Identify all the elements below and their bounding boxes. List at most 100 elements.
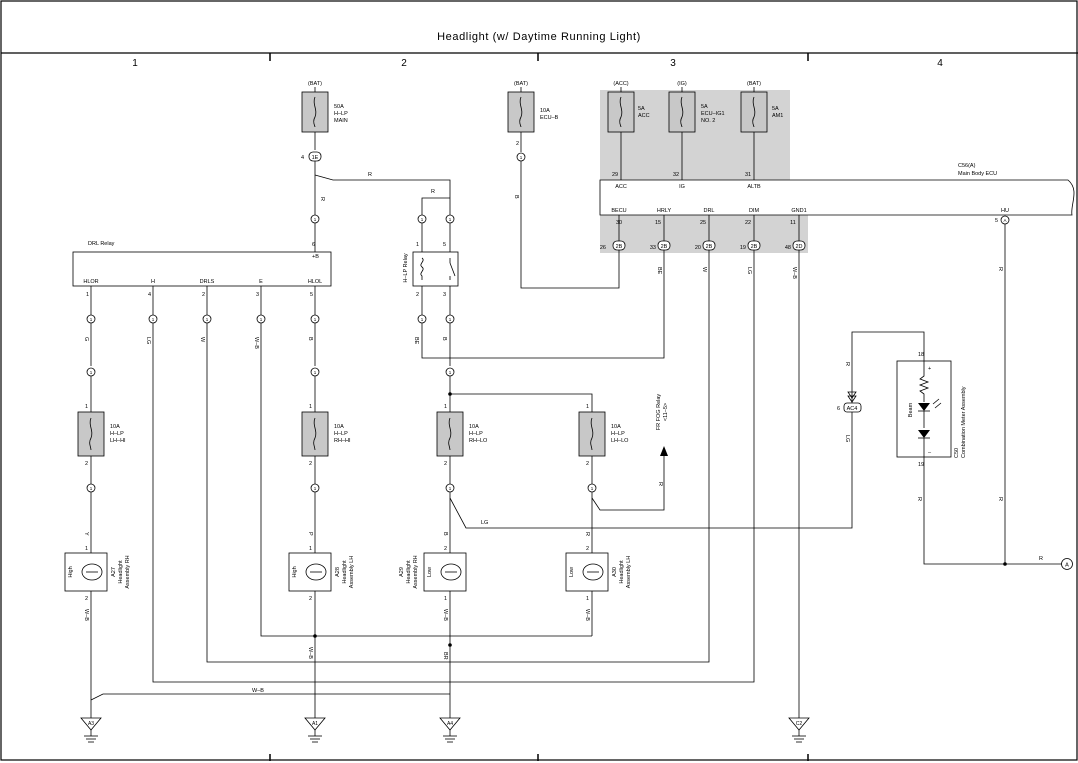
svg-text:R: R <box>997 267 1003 271</box>
svg-text:2: 2 <box>444 461 447 467</box>
svg-text:HLOR: HLOR <box>83 279 98 285</box>
svg-text:MAIN: MAIN <box>334 118 348 124</box>
svg-text:32: 32 <box>673 172 679 178</box>
svg-text:B: B <box>442 532 448 536</box>
hlp-relay: R 1 1 1 5 H–LP Relay 2 3 1 1 BE BE B 1 <box>403 189 665 412</box>
svg-text:H–LP: H–LP <box>469 431 483 437</box>
svg-text:R: R <box>844 362 850 366</box>
svg-text:ECU–IG1: ECU–IG1 <box>701 111 725 117</box>
rh-lo-chain: 1 10A H–LP RH–LO 2 1 B LG <box>436 404 853 553</box>
svg-text:LG: LG <box>145 337 151 344</box>
svg-text:29: 29 <box>612 172 618 178</box>
svg-text:1: 1 <box>314 217 317 222</box>
svg-text:5A: 5A <box>701 104 708 110</box>
svg-text:R: R <box>657 482 663 486</box>
svg-text:Headlight: Headlight <box>118 560 124 584</box>
combination-meter: R AC4 6 LG 18 + – Beam 19 C50 Combinatio… <box>837 224 1073 570</box>
svg-text:BR: BR <box>442 652 448 660</box>
svg-text:E: E <box>259 279 263 285</box>
svg-text:RH–HI: RH–HI <box>334 438 351 444</box>
grounds: A3 A1 A4 C2 <box>80 700 810 743</box>
svg-text:RH–LO: RH–LO <box>469 438 488 444</box>
svg-text:Y: Y <box>83 532 89 536</box>
svg-text:B: B <box>513 195 519 199</box>
svg-text:4: 4 <box>148 292 151 298</box>
svg-text:C2: C2 <box>796 721 803 727</box>
svg-text:LG: LG <box>481 520 488 526</box>
svg-text:P: P <box>307 532 313 536</box>
ground-c2: C2 <box>788 717 810 743</box>
fuse-hlp-main: (BAT) 50A H–LP MAIN <box>301 81 348 150</box>
svg-text:22: 22 <box>745 220 751 226</box>
svg-text:31: 31 <box>745 172 751 178</box>
svg-text:(BAT): (BAT) <box>747 81 761 87</box>
svg-text:W–B: W–B <box>252 688 264 694</box>
svg-text:2: 2 <box>309 461 312 467</box>
svg-text:26: 26 <box>600 245 606 251</box>
svg-text:A28: A28 <box>335 567 341 577</box>
svg-text:ACC: ACC <box>638 113 650 119</box>
svg-text:2B: 2B <box>661 244 668 250</box>
column-markers: 1 2 3 4 <box>132 53 943 761</box>
svg-text:Assembly LH: Assembly LH <box>349 556 355 588</box>
hlp-main-wiring: 1E 4 R R 1 <box>301 151 451 252</box>
svg-text:GND1: GND1 <box>791 208 806 214</box>
svg-text:Assembly RH: Assembly RH <box>125 555 131 588</box>
svg-text:5: 5 <box>995 218 998 224</box>
svg-text:3: 3 <box>443 292 446 298</box>
fuse-acc: (ACC) 5A ACC <box>607 81 650 180</box>
svg-text:1: 1 <box>449 486 452 491</box>
column-label-3: 3 <box>670 58 676 69</box>
svg-text:Headlight: Headlight <box>342 560 348 584</box>
drl-relay: DRL Relay 6 +B HLOR H DRLS E HLOL 1 4 2 … <box>72 241 332 298</box>
svg-text:(IG): (IG) <box>677 81 687 87</box>
svg-text:1: 1 <box>444 596 447 602</box>
svg-text:AC4: AC4 <box>847 406 858 412</box>
svg-text:NO. 2: NO. 2 <box>701 118 715 124</box>
svg-text:1E: 1E <box>312 155 319 161</box>
headlight-a29: 2 Low A29 Headlight Assembly RH 1 <box>399 546 467 602</box>
column-label-2: 2 <box>401 58 407 69</box>
svg-text:6: 6 <box>837 406 840 412</box>
svg-text:Main Body ECU: Main Body ECU <box>958 171 997 177</box>
svg-text:2: 2 <box>85 461 88 467</box>
svg-text:<11–5>: <11–5> <box>663 403 669 421</box>
svg-text:LH–LO: LH–LO <box>611 438 629 444</box>
svg-text:1: 1 <box>86 292 89 298</box>
svg-text:10A: 10A <box>110 424 120 430</box>
svg-text:2: 2 <box>516 141 519 147</box>
svg-text:1: 1 <box>421 217 424 222</box>
svg-text:FR FOG Relay: FR FOG Relay <box>656 394 662 431</box>
svg-text:15: 15 <box>655 220 661 226</box>
svg-text:High: High <box>292 566 298 577</box>
svg-text:H: H <box>151 279 155 285</box>
svg-text:1: 1 <box>90 370 93 375</box>
svg-text:1: 1 <box>449 217 452 222</box>
fuse-ecu-b: (BAT) 10A ECU–B 2 <box>507 81 559 152</box>
svg-text:1: 1 <box>314 486 317 491</box>
svg-text:1: 1 <box>444 404 447 410</box>
svg-text:2: 2 <box>586 546 589 552</box>
svg-text:2: 2 <box>309 596 312 602</box>
svg-text:Assembly RH: Assembly RH <box>413 555 419 588</box>
headlight-a30: 2 Low A30 Headlight Assembly LH 1 <box>565 546 632 602</box>
svg-text:18: 18 <box>918 352 924 358</box>
svg-text:50A: 50A <box>334 104 344 110</box>
svg-text:LG: LG <box>844 435 850 442</box>
svg-text:5: 5 <box>443 242 446 248</box>
svg-text:R: R <box>368 172 372 178</box>
rh-hi-chain: B 1 1 10A H–LP RH–HI 2 1 P <box>301 323 351 553</box>
fuse-am1: (BAT) 5A AM1 <box>740 81 783 180</box>
svg-text:1: 1 <box>309 546 312 552</box>
svg-text:10A: 10A <box>469 424 479 430</box>
svg-text:BECU: BECU <box>611 208 626 214</box>
svg-text:W–B: W–B <box>791 267 797 279</box>
svg-text:IG: IG <box>679 184 685 190</box>
svg-text:BE: BE <box>656 267 662 275</box>
svg-text:1: 1 <box>520 155 523 160</box>
fuse-ecu-ig1: (IG) 5A ECU–IG1 NO. 2 <box>668 81 725 180</box>
svg-text:2B: 2B <box>616 244 623 250</box>
diagram-title: Headlight (w/ Daytime Running Light) <box>437 31 641 43</box>
ground-a3: A3 <box>80 700 102 743</box>
drl-relay-outputs: 1 1 1 1 1 <box>86 286 320 324</box>
